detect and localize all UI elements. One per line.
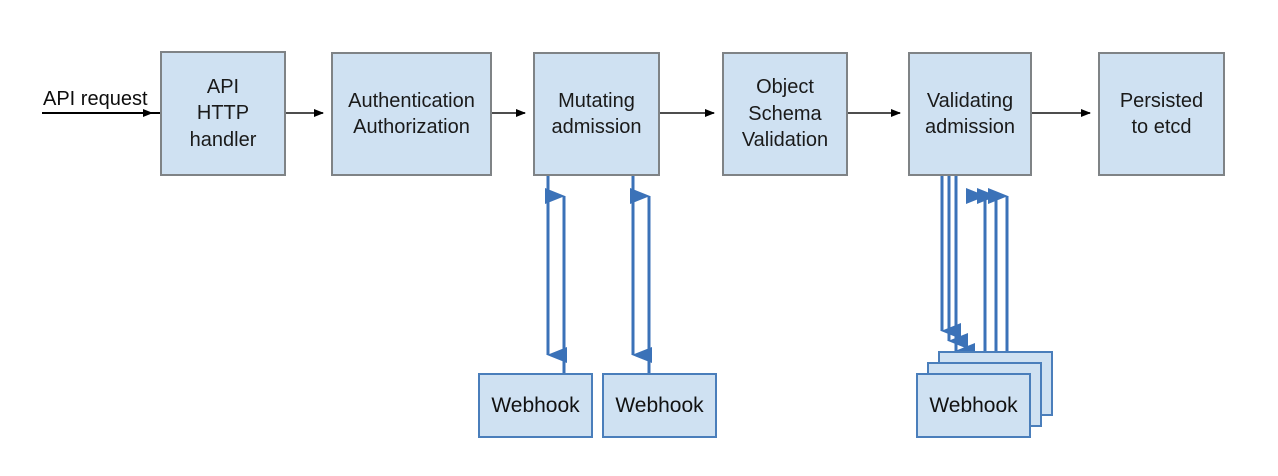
stage-api-http-handler[interactable]: API HTTP handler	[160, 51, 286, 176]
stage-persisted-to-etcd[interactable]: Persisted to etcd	[1098, 52, 1225, 176]
validating-webhook-front[interactable]: Webhook	[916, 373, 1031, 438]
stage-authentication-authorization[interactable]: Authentication Authorization	[331, 52, 492, 176]
api-request-label: API request	[43, 88, 148, 110]
mutating-webhook-2[interactable]: Webhook	[602, 373, 717, 438]
mutating-webhook-1[interactable]: Webhook	[478, 373, 593, 438]
stage-object-schema-validation[interactable]: Object Schema Validation	[722, 52, 848, 176]
stage-mutating-admission[interactable]: Mutating admission	[533, 52, 660, 176]
stage-validating-admission[interactable]: Validating admission	[908, 52, 1032, 176]
